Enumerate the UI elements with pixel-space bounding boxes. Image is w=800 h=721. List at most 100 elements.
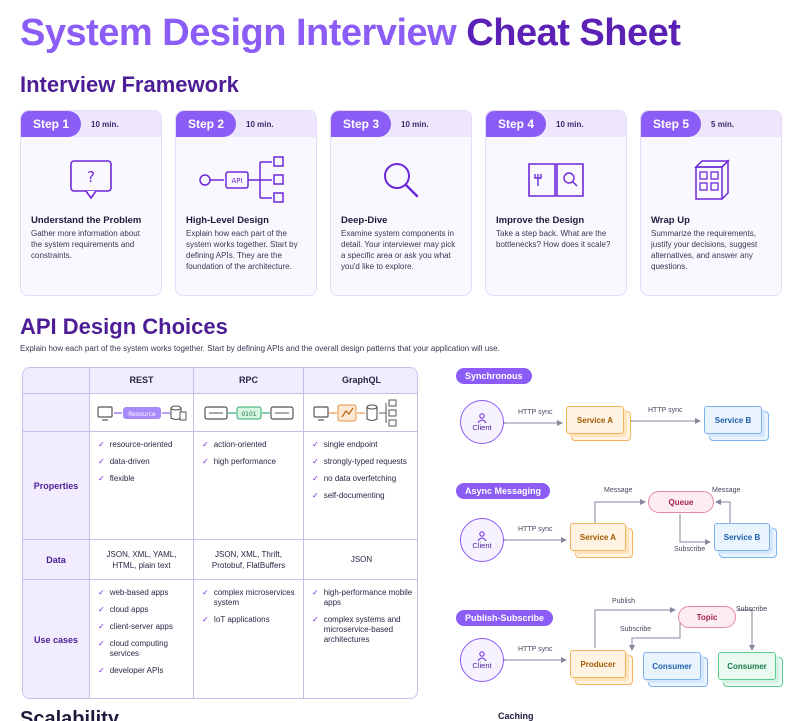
step-header: Step 5 5 min. (641, 111, 781, 137)
step-desc: Gather more information about the system… (31, 229, 140, 260)
step-header: Step 4 10 min. (486, 111, 626, 137)
page-title: System Design Interview Cheat Sheet (20, 12, 681, 55)
step-time: 10 min. (401, 119, 429, 129)
step-name: Improve the Design (496, 215, 585, 226)
list-item: ✓complex microservices system (202, 588, 295, 607)
step-card-2: Step 2 10 min. API High-Level Design Exp… (175, 110, 317, 296)
api-comparison-table: REST RPC GraphQL Resource 0101 Propertie… (22, 367, 418, 699)
step-card-1: Step 1 10 min. ? Understand the Problem … (20, 110, 162, 296)
step-label: Step 4 (486, 111, 547, 137)
arrow-label: HTTP sync (648, 407, 683, 414)
graphql-properties: ✓single endpoint ✓strongly-typed request… (304, 432, 417, 540)
check-icon: ✓ (98, 457, 105, 466)
topic-node: Topic (678, 606, 736, 628)
rest-resource-tag: Resource (128, 411, 156, 418)
check-icon: ✓ (98, 588, 105, 597)
list-item: ✓client-server apps (98, 622, 173, 631)
check-icon: ✓ (202, 588, 209, 597)
list-item: ✓high performance (202, 457, 276, 466)
arrow-label: Message (712, 487, 741, 494)
list-item: ✓action-oriented (202, 440, 267, 449)
column-header-rpc: RPC (194, 368, 304, 394)
rpc-use-cases: ✓complex microservices system ✓IoT appli… (194, 580, 304, 698)
list-item: ✓cloud apps (98, 605, 149, 614)
graphql-use-cases: ✓high-performance mobile apps ✓complex s… (304, 580, 417, 698)
check-icon: ✓ (202, 440, 209, 449)
check-icon: ✓ (312, 440, 319, 449)
step-desc: Examine system components in detail. You… (341, 229, 456, 271)
arrow-label: HTTP sync (518, 409, 553, 416)
user-icon (477, 412, 487, 423)
title-part-1: System Design Interview (20, 12, 457, 54)
rest-data: JSON, XML, YAML, HTML, plain text (90, 540, 194, 580)
row-label-data: Data (23, 540, 90, 580)
producer-node: Producer (570, 650, 626, 678)
step-label: Step 3 (331, 111, 392, 137)
client-node: Client (460, 518, 504, 562)
step-time: 5 min. (711, 119, 735, 129)
arrow-label: Subscribe (674, 546, 706, 553)
arrow-label: Publish (612, 598, 635, 605)
pattern-label-async: Async Messaging (456, 483, 551, 499)
list-item: ✓IoT applications (202, 615, 270, 624)
check-icon: ✓ (98, 622, 105, 631)
rpc-data: JSON, XML, Thrift, Protobuf, FlatBuffers (194, 540, 304, 580)
list-item: ✓developer APIs (98, 666, 164, 675)
client-node: Client (460, 638, 504, 682)
question-bubble-icon: ? (21, 149, 161, 211)
list-item: ✓complex systems and microservice-based … (312, 615, 401, 644)
list-item: ✓cloud computing services (98, 639, 168, 658)
service-b: Service B (704, 406, 762, 434)
step-header: Step 1 10 min. (21, 111, 161, 137)
step-card-5: Step 5 5 min. Wrap Up Summarize the requ… (640, 110, 782, 296)
svg-text:?: ? (87, 168, 95, 186)
client-node: Client (460, 400, 504, 444)
api-flow-icon: API (176, 149, 316, 211)
service-b: Service B (714, 523, 770, 551)
step-label: Step 1 (21, 111, 82, 137)
pattern-label-pubsub: Publish-Subscribe (456, 610, 554, 626)
list-item: ✓web-based apps (98, 588, 169, 597)
table-corner (23, 368, 90, 394)
magnifier-icon (331, 149, 471, 211)
row-label-use-cases: Use cases (23, 580, 90, 698)
step-label: Step 5 (641, 111, 702, 137)
list-item: ✓data-driven (98, 457, 150, 466)
check-icon: ✓ (312, 474, 319, 483)
check-icon: ✓ (98, 639, 105, 648)
list-item: ✓strongly-typed requests (312, 457, 407, 466)
api-heading: API Design Choices (20, 314, 228, 339)
graphql-diagram (304, 394, 417, 432)
step-card-4: Step 4 10 min. Improve the Design Take a… (485, 110, 627, 296)
arrow-label: HTTP sync (518, 646, 553, 653)
check-icon: ✓ (98, 474, 105, 483)
list-item: ✓flexible (98, 474, 135, 483)
title-part-2: Cheat Sheet (466, 12, 681, 54)
open-book-icon (486, 149, 626, 211)
api-subtitle: Explain how each part of the system work… (20, 344, 500, 353)
rest-use-cases: ✓web-based apps ✓cloud apps ✓client-serv… (90, 580, 194, 698)
graphql-data: JSON (304, 540, 417, 580)
svg-text:API: API (231, 177, 242, 185)
caching-heading: Caching (498, 711, 534, 721)
package-icon (641, 149, 781, 211)
step-label: Step 2 (176, 111, 237, 137)
column-header-graphql: GraphQL (304, 368, 417, 394)
check-icon: ✓ (312, 457, 319, 466)
step-name: Wrap Up (651, 215, 690, 226)
step-name: Deep-Dive (341, 215, 388, 226)
check-icon: ✓ (98, 605, 105, 614)
check-icon: ✓ (202, 615, 209, 624)
rest-diagram: Resource (90, 394, 194, 432)
check-icon: ✓ (312, 588, 319, 597)
rpc-diagram: 0101 (194, 394, 304, 432)
step-card-3: Step 3 10 min. Deep-Dive Examine system … (330, 110, 472, 296)
step-time: 10 min. (556, 119, 584, 129)
step-name: High-Level Design (186, 215, 269, 226)
rpc-binary-tag: 0101 (241, 411, 256, 418)
queue-node: Queue (648, 491, 714, 513)
arrow-label: Message (604, 487, 633, 494)
table-diagram-label (23, 394, 90, 432)
consumer-node-2: Consumer (718, 652, 776, 680)
